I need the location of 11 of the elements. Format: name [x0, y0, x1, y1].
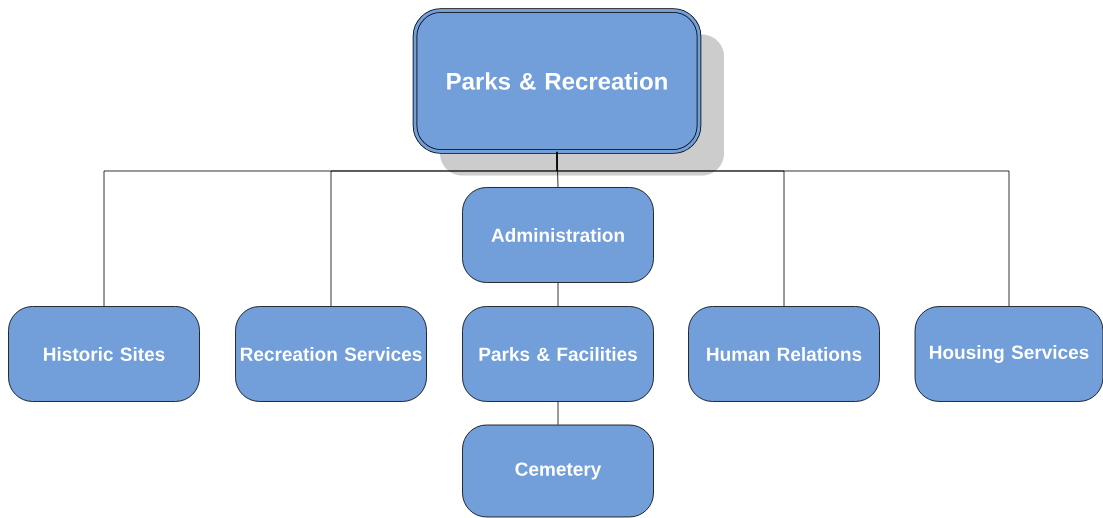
unit-box: Administration [462, 187, 654, 283]
unit-box: Parks & Facilities [462, 306, 654, 402]
unit-box: Cemetery [462, 424, 654, 518]
connector-line [556, 151, 1010, 307]
unit-box: Human Relations [688, 306, 880, 402]
unit-box: Housing Services [914, 306, 1103, 402]
unit-box: Historic Sites [8, 306, 200, 402]
unit-box: Recreation Services [235, 306, 427, 402]
root-box: Parks & Recreation [412, 8, 702, 154]
connector-line [557, 282, 559, 307]
connector-line [557, 401, 559, 425]
